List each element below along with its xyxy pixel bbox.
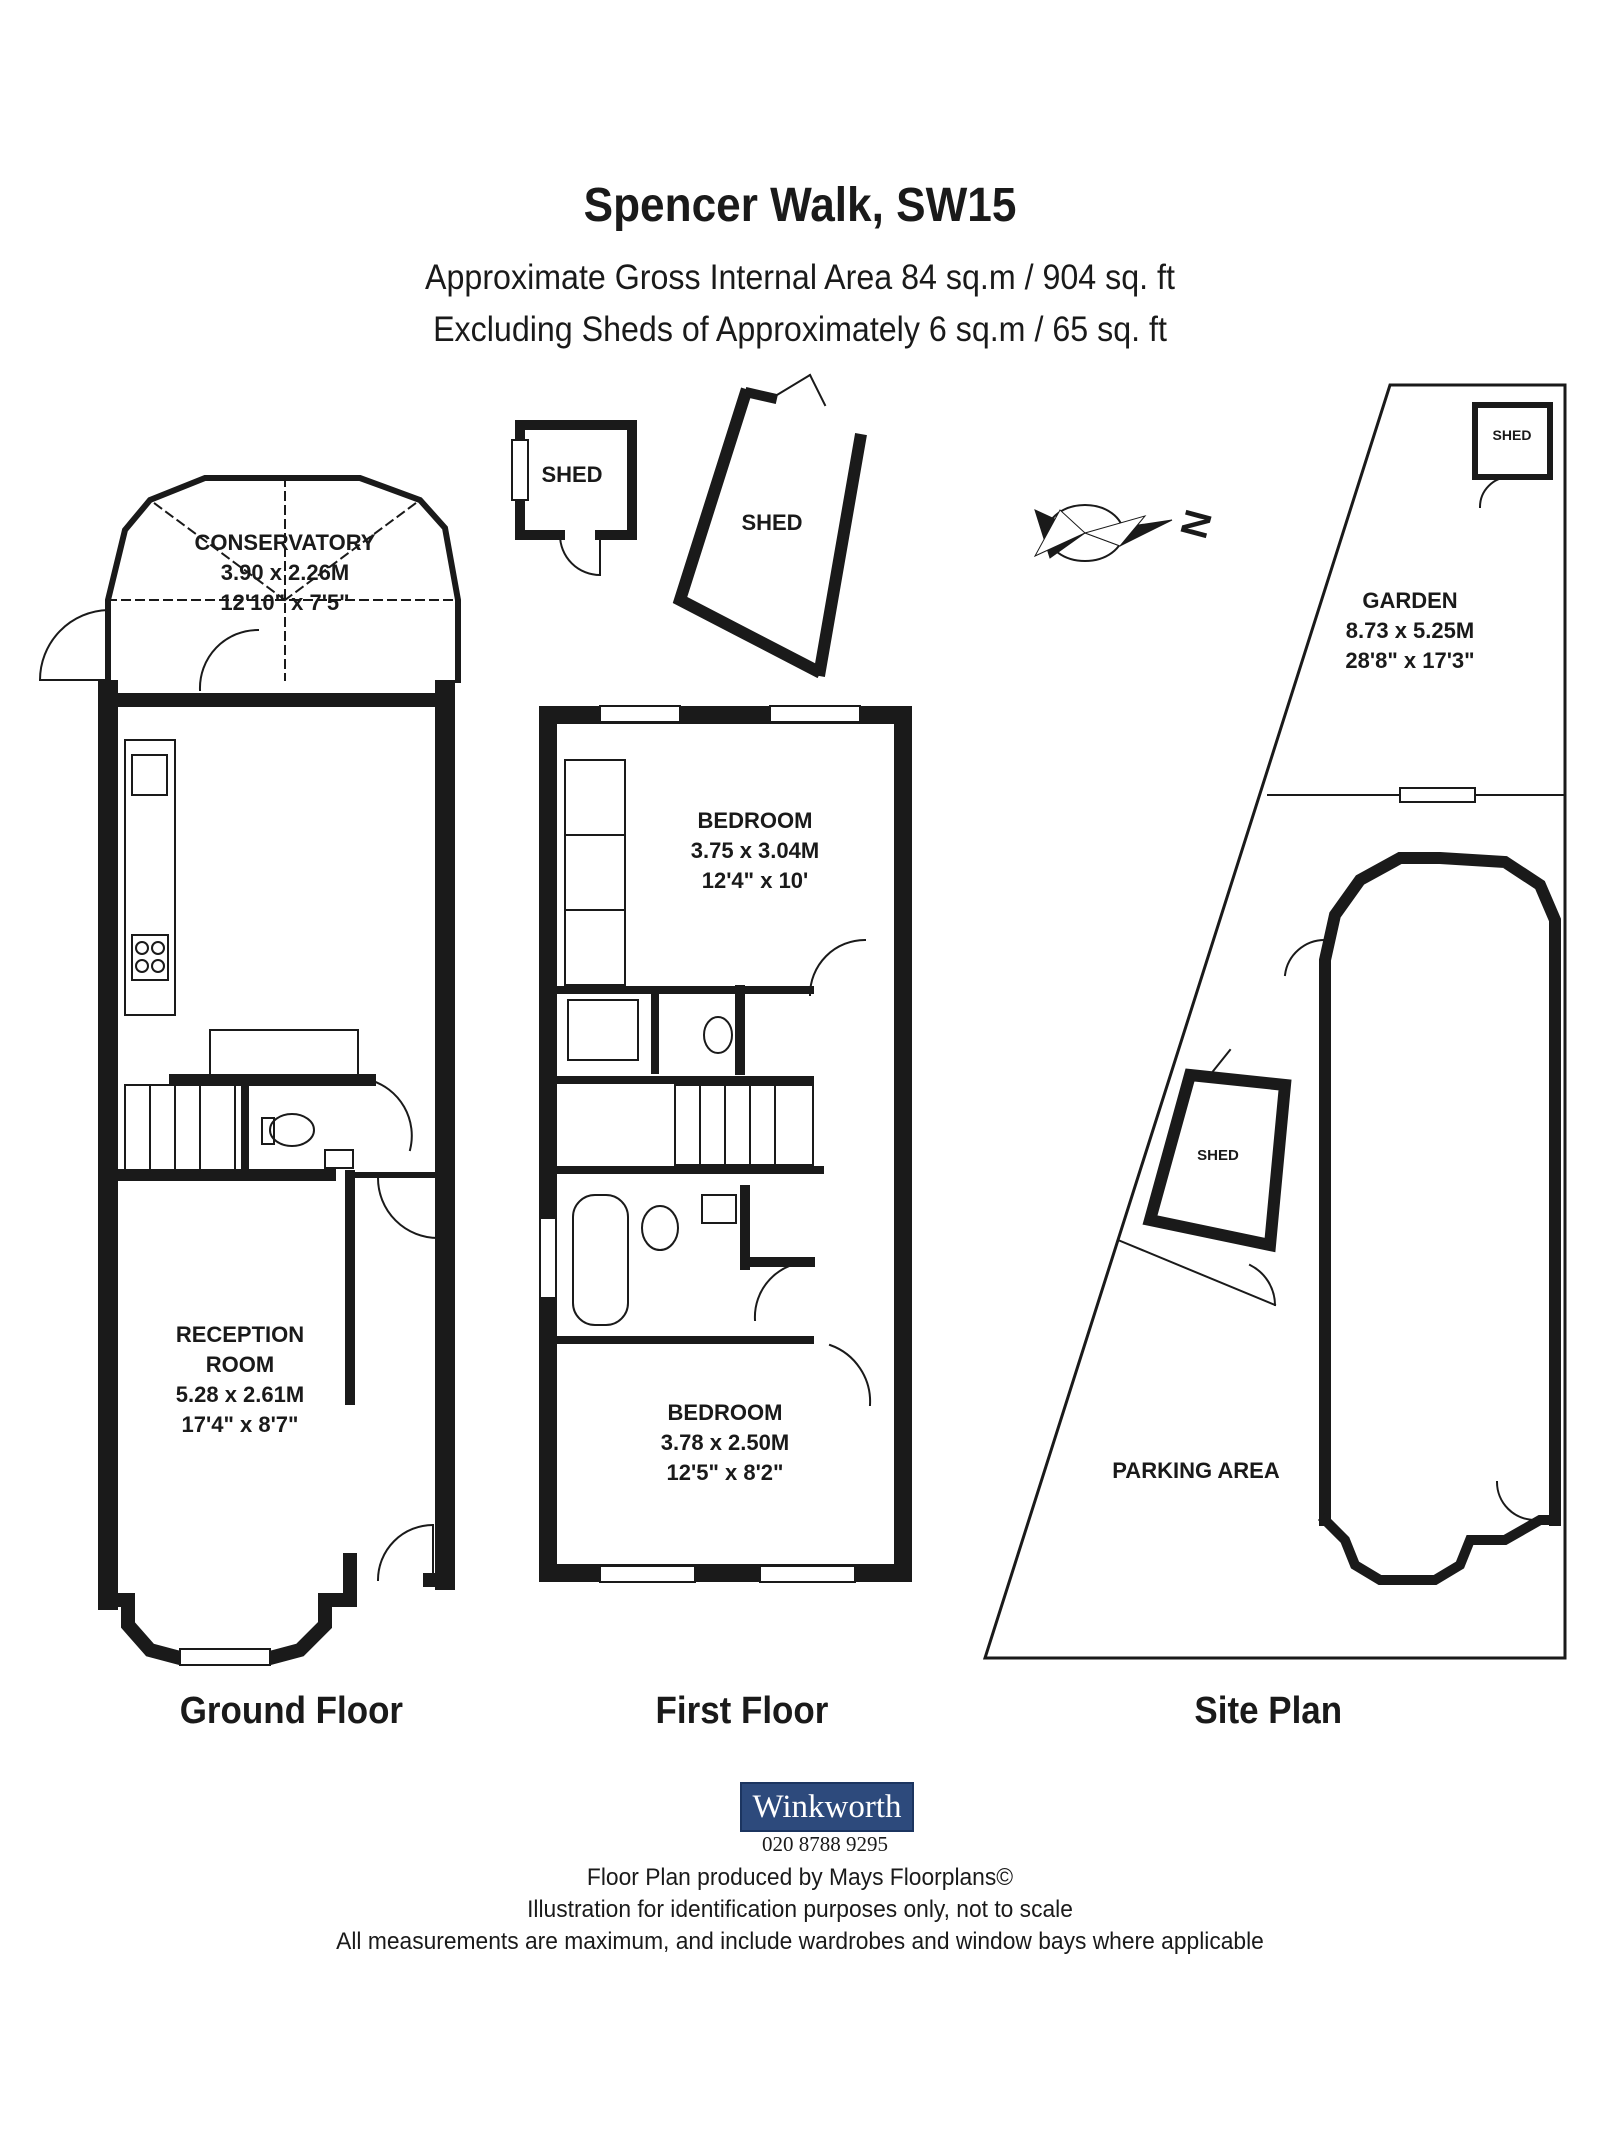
bedroom-2-label: BEDROOM	[668, 1400, 783, 1425]
footer-line-2: Illustration for identification purposes…	[527, 1896, 1073, 1923]
shed-label-small: SHED	[541, 462, 602, 487]
site-plan	[982, 383, 1567, 1660]
conservatory-label: CONSERVATORY	[195, 530, 376, 555]
compass-north-label: N	[1173, 506, 1221, 543]
site-plan-label: Site Plan	[1194, 1690, 1343, 1732]
compass-icon	[1033, 504, 1173, 562]
bedroom-2-metric: 3.78 x 2.50M	[661, 1430, 789, 1455]
first-floor-plan	[539, 705, 912, 1583]
bedroom-1-metric: 3.75 x 3.04M	[691, 838, 819, 863]
ground-floor-plan	[38, 475, 461, 1666]
gross-area-text: Approximate Gross Internal Area 84 sq.m …	[425, 258, 1175, 297]
bedroom-1-label: BEDROOM	[698, 808, 813, 833]
shed-label-garden: SHED	[1493, 427, 1532, 443]
agent-phone: 020 8788 9295	[762, 1832, 888, 1856]
ground-floor-label: Ground Floor	[179, 1690, 404, 1732]
shed-label-large: SHED	[741, 510, 802, 535]
bedroom-2-imperial: 12'5" x 8'2"	[667, 1460, 784, 1485]
first-floor-label: First Floor	[655, 1690, 829, 1732]
conservatory-metric: 3.90 x 2.26M	[221, 560, 349, 585]
footer-line-1: Floor Plan produced by Mays Floorplans©	[586, 1864, 1014, 1891]
garden-label: GARDEN	[1362, 588, 1457, 613]
reception-metric: 5.28 x 2.61M	[176, 1382, 304, 1407]
garden-imperial: 28'8" x 17'3"	[1345, 648, 1474, 673]
page-title: Spencer Walk, SW15	[583, 179, 1017, 232]
reception-imperial: 17'4" x 8'7"	[182, 1412, 299, 1437]
reception-label-2: ROOM	[206, 1352, 274, 1377]
shed-area-text: Excluding Sheds of Approximately 6 sq.m …	[433, 310, 1167, 349]
conservatory-imperial: 12'10" x 7'5"	[220, 590, 349, 615]
sheds-top	[511, 373, 867, 679]
garden-metric: 8.73 x 5.25M	[1346, 618, 1474, 643]
bedroom-1-imperial: 12'4" x 10'	[702, 868, 809, 893]
parking-area-label: PARKING AREA	[1112, 1458, 1280, 1483]
footer-line-3: All measurements are maximum, and includ…	[336, 1928, 1264, 1955]
reception-label-1: RECEPTION	[176, 1322, 304, 1347]
shed-label-parking: SHED	[1197, 1147, 1239, 1164]
agent-logo: Winkworth	[740, 1782, 914, 1832]
